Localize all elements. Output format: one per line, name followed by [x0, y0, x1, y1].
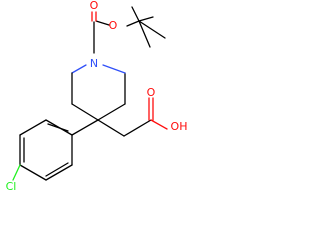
bond-n-ring-left [71, 64, 87, 74]
atom-cl: Cl [6, 180, 17, 193]
bond-phenyl-cl [12, 164, 21, 181]
atom-oh-acid: OH [171, 120, 188, 133]
bond-phenyl-1-inner [47, 123, 69, 132]
structure-drawing: O O N O OH Cl [6, 0, 188, 193]
bond-tbu-quaternary-methyl-up [131, 6, 140, 22]
bond-c4-ch2 [97, 119, 125, 137]
bond-ch2-cooh [123, 119, 152, 137]
bond-phenyl-5-inner [45, 162, 69, 177]
bond-tbu-quaternary-methyl-down [138, 20, 151, 48]
atom-o-ester: O [109, 19, 118, 32]
bond-tbu-quaternary-methyl-right [138, 20, 166, 39]
bond-ring-left-lower [71, 103, 99, 121]
bond-n-ring-right [102, 64, 126, 74]
bond-phenyl-4 [19, 164, 47, 181]
bond-ester-o-carbonyl [95, 20, 110, 26]
atom-n-piperidine: N [90, 57, 98, 70]
bond-phenyl-2 [19, 119, 47, 136]
structure-canvas: O O N O OH Cl [6, 0, 188, 193]
bond-acid-c-oh [150, 119, 168, 130]
bond-ring-right-lower [97, 103, 126, 121]
bond-tbu-ester-o [126, 20, 140, 27]
bond-phenyl-5 [45, 164, 73, 181]
bond-tbu-quaternary-methyl-top [138, 16, 154, 22]
atom-o-acid-carbonyl: O [147, 86, 156, 99]
atom-o-boc-carbonyl: O [90, 0, 99, 12]
bond-c4-phenyl [71, 119, 99, 136]
